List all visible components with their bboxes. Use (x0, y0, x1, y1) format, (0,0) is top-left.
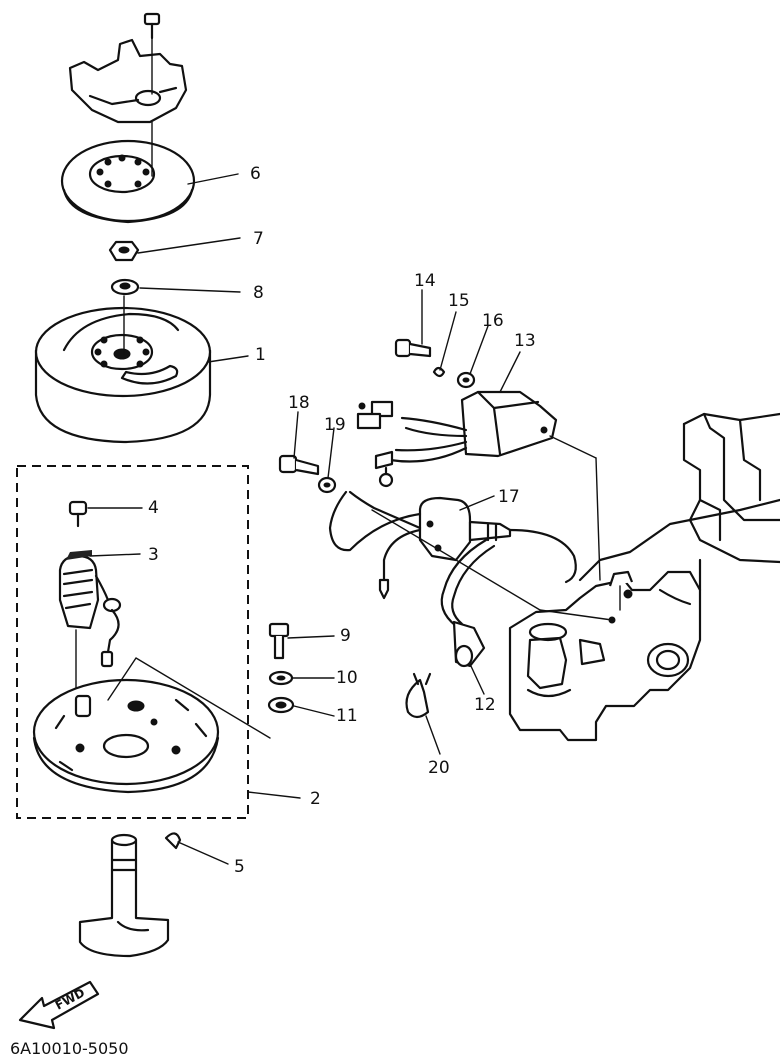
part-3-coil (58, 550, 122, 691)
callout-4: 4 (148, 498, 159, 518)
callout-labels: 6 7 8 1 4 3 2 5 9 10 11 12 20 13 14 15 1… (148, 164, 536, 877)
callout-6: 6 (250, 164, 261, 184)
callout-16: 16 (482, 311, 504, 331)
part-4-screw (68, 500, 88, 528)
callout-2: 2 (310, 789, 321, 809)
callout-9: 9 (340, 626, 351, 646)
callout-14: 14 (414, 271, 436, 291)
callout-13: 13 (514, 331, 536, 351)
starter-pulley (68, 37, 188, 124)
part-20-clip (405, 672, 432, 719)
assembly-2-outline (16, 465, 249, 819)
part-17-ignition-coil (328, 490, 577, 600)
callout-12: 12 (474, 695, 496, 715)
callout-20: 20 (428, 758, 450, 778)
crankshaft (78, 833, 170, 958)
callout-3: 3 (148, 545, 159, 565)
callout-5: 5 (234, 857, 245, 877)
drawing-code: 6A10010-5050 (10, 1039, 129, 1058)
engine-block (508, 412, 780, 742)
part-1-flywheel (34, 295, 212, 444)
fwd-arrow: FWD (18, 980, 100, 1030)
leader-lines (87, 173, 621, 865)
part-5-key (164, 832, 182, 850)
callout-18: 18 (288, 393, 310, 413)
part-11-washer (267, 696, 295, 714)
callout-10: 10 (336, 668, 358, 688)
callout-8: 8 (253, 283, 264, 303)
callout-11: 11 (336, 706, 358, 726)
callout-15: 15 (448, 291, 470, 311)
part-9-11-location-line (107, 657, 271, 739)
part-13-cdi-unit (356, 390, 558, 488)
part-19-washer (317, 476, 337, 494)
callout-17: 17 (498, 487, 520, 507)
part-14-bolt (394, 338, 432, 358)
part-2-base (32, 678, 220, 794)
part-15-lockwasher (432, 366, 446, 378)
callout-19: 19 (324, 415, 346, 435)
top-screw (143, 12, 161, 40)
part-8-washer (110, 278, 140, 296)
callout-7: 7 (253, 229, 264, 249)
part-7-nut (108, 240, 140, 262)
callout-1: 1 (255, 345, 266, 365)
part-6-plate (60, 121, 196, 224)
part-9-bolt (268, 622, 290, 660)
part-10-washer (268, 670, 294, 686)
part-18-bolt (278, 454, 320, 476)
part-16-washer (456, 371, 476, 389)
part-12-plug-cap (440, 538, 496, 668)
